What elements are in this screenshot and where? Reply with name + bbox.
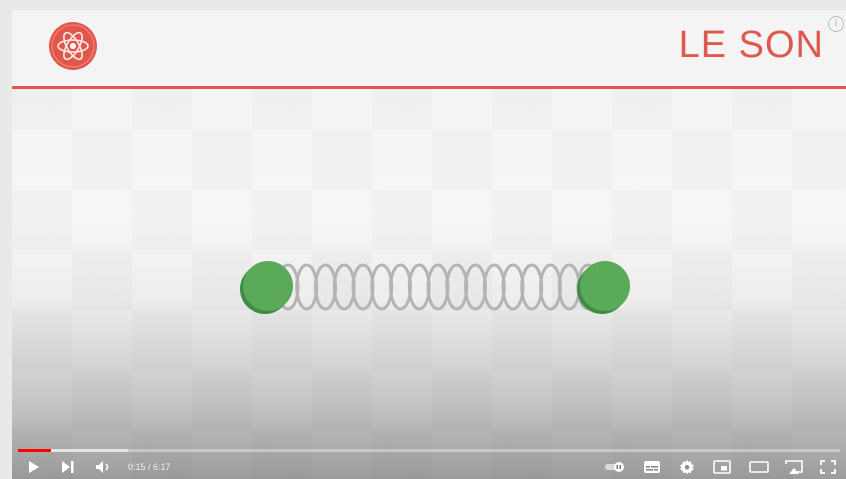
play-icon[interactable] bbox=[24, 458, 44, 476]
subtitles-icon[interactable] bbox=[642, 458, 662, 476]
miniplayer-icon[interactable] bbox=[712, 458, 732, 476]
settings-icon[interactable] bbox=[677, 458, 697, 476]
progress-bar[interactable] bbox=[18, 449, 840, 452]
video-title: LE SON bbox=[678, 24, 824, 66]
info-icon[interactable]: i bbox=[828, 16, 844, 32]
spring-coil bbox=[351, 263, 375, 311]
player-controls: 0:15 / 6:17 bbox=[12, 454, 846, 479]
cast-icon[interactable] bbox=[784, 458, 804, 476]
duration: 6:17 bbox=[153, 462, 171, 472]
spring-coil bbox=[295, 263, 319, 311]
spring-coil bbox=[332, 263, 356, 311]
progress-played bbox=[18, 449, 51, 452]
theater-mode-icon[interactable] bbox=[748, 458, 770, 476]
spring-coil bbox=[539, 263, 562, 311]
spring-coil bbox=[464, 263, 487, 311]
spring bbox=[276, 263, 600, 311]
right-ball bbox=[577, 261, 630, 314]
progress-buffered bbox=[18, 449, 128, 452]
video-player[interactable]: LE SON i 0:15 / 6:17 bbox=[12, 10, 846, 479]
spring-coil bbox=[389, 263, 412, 311]
spring-coil bbox=[557, 263, 581, 311]
time-display: 0:15 / 6:17 bbox=[128, 462, 171, 472]
spring-coil bbox=[314, 263, 337, 311]
spring-coil bbox=[426, 263, 450, 311]
header-divider bbox=[12, 86, 846, 89]
video-header: LE SON i bbox=[12, 10, 846, 86]
spring-coil bbox=[370, 263, 394, 311]
current-time: 0:15 bbox=[128, 462, 146, 472]
volume-icon[interactable] bbox=[94, 458, 114, 476]
left-ball bbox=[240, 261, 293, 314]
spring-coil bbox=[520, 263, 544, 311]
atom-logo-icon bbox=[49, 22, 97, 70]
time-separator: / bbox=[145, 462, 154, 472]
autoplay-toggle-icon[interactable] bbox=[604, 458, 628, 476]
spring-coil bbox=[407, 263, 431, 311]
spring-coil bbox=[482, 263, 506, 311]
spring-animation bbox=[240, 261, 630, 314]
spring-coil bbox=[445, 263, 469, 311]
next-icon[interactable] bbox=[58, 458, 78, 476]
spring-coil bbox=[501, 263, 525, 311]
fullscreen-icon[interactable] bbox=[818, 458, 838, 476]
